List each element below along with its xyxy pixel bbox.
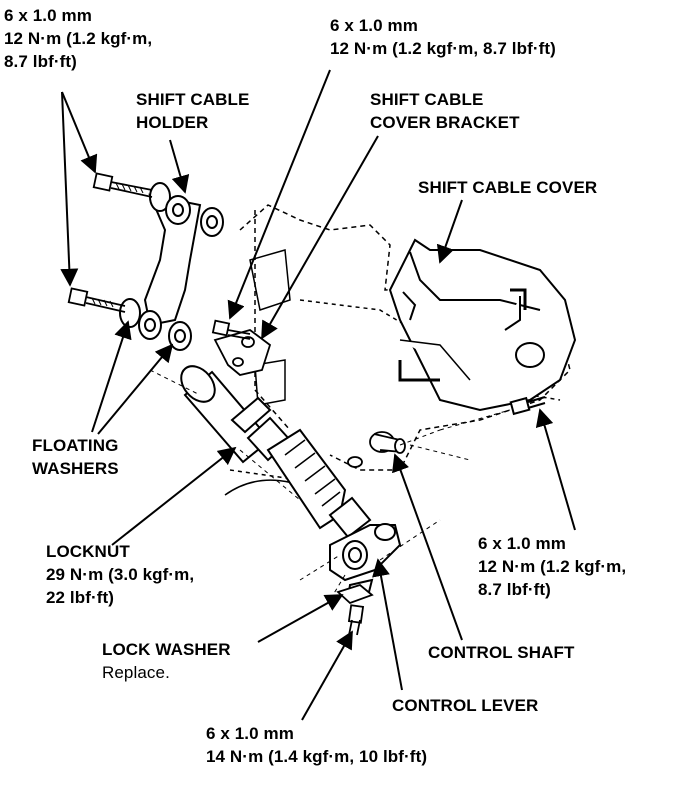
label-line: CONTROL SHAFT <box>428 643 575 662</box>
shift-cable-part <box>180 365 372 539</box>
label-line: 6 x 1.0 mm <box>478 534 566 553</box>
label-line: 29 N·m (3.0 kgf·m, <box>46 565 195 584</box>
label-control-shaft: CONTROL SHAFT <box>428 641 574 664</box>
label-line: SHIFT CABLE <box>370 90 484 109</box>
label-line: 12 N·m (1.2 kgf·m, <box>4 29 153 48</box>
holder-bolts <box>67 172 153 313</box>
shift-cable-cover-part <box>388 238 577 416</box>
leader-lines <box>60 69 576 721</box>
label-line: 14 N·m (1.4 kgf·m, 10 lbf·ft) <box>206 747 428 766</box>
label-line: 12 N·m (1.2 kgf·m, <box>478 557 627 576</box>
label-line: 6 x 1.0 mm <box>4 6 92 25</box>
control-lever-part <box>329 523 402 600</box>
label-line: SHIFT CABLE COVER <box>418 178 598 197</box>
label-line: 8.7 lbf·ft) <box>4 52 77 71</box>
shift-cable-cover-bracket-part <box>211 319 272 376</box>
label-line: 6 x 1.0 mm <box>206 724 294 743</box>
label-control-lever: CONTROL LEVER <box>392 694 538 717</box>
label-line: 22 lbf·ft) <box>46 588 115 607</box>
control-shaft-part <box>347 431 406 468</box>
label-shift-cable-cover-bracket: SHIFT CABLE COVER BRACKET <box>370 88 520 134</box>
label-line: 12 N·m (1.2 kgf·m, 8.7 lbf·ft) <box>330 39 556 58</box>
label-shift-cable-cover: SHIFT CABLE COVER <box>418 176 597 199</box>
label-line: LOCK WASHER <box>102 640 231 659</box>
label-bolt-top-center: 6 x 1.0 mm 12 N·m (1.2 kgf·m, 8.7 lbf·ft… <box>330 14 556 60</box>
label-floating-washers: FLOATING WASHERS <box>32 434 119 480</box>
label-shift-cable-holder: SHIFT CABLE HOLDER <box>136 88 249 134</box>
label-bolt-top-left: 6 x 1.0 mm 12 N·m (1.2 kgf·m, 8.7 lbf·ft… <box>4 4 152 73</box>
label-line: Replace. <box>102 663 170 682</box>
label-line: SHIFT CABLE <box>136 90 250 109</box>
shift-cable-holder-part <box>119 182 224 351</box>
label-line: COVER BRACKET <box>370 113 520 132</box>
label-locknut: LOCKNUT 29 N·m (3.0 kgf·m, 22 lbf·ft) <box>46 540 194 609</box>
label-line: LOCKNUT <box>46 542 130 561</box>
label-line: FLOATING <box>32 436 119 455</box>
label-line: 6 x 1.0 mm <box>330 16 418 35</box>
label-line: HOLDER <box>136 113 209 132</box>
label-line: 8.7 lbf·ft) <box>478 580 551 599</box>
label-line: WASHERS <box>32 459 119 478</box>
lock-washer-part <box>336 583 374 636</box>
label-line: CONTROL LEVER <box>392 696 539 715</box>
label-bolt-bottom: 6 x 1.0 mm 14 N·m (1.4 kgf·m, 10 lbf·ft) <box>206 722 427 768</box>
label-lock-washer: LOCK WASHER Replace. <box>102 638 231 684</box>
cover-guide-lines <box>398 288 527 382</box>
label-bolt-right: 6 x 1.0 mm 12 N·m (1.2 kgf·m, 8.7 lbf·ft… <box>478 532 626 601</box>
